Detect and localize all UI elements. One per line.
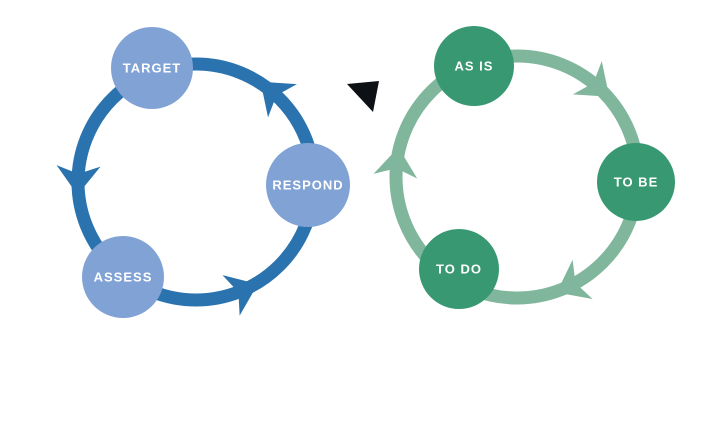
as-is-node-circle	[434, 26, 514, 106]
respond-node-circle	[266, 143, 350, 227]
to-be-node-circle	[597, 143, 675, 221]
assess-node-circle	[82, 236, 164, 318]
arrowhead-icon	[222, 275, 258, 316]
arrowhead-icon	[572, 61, 610, 97]
to-do-node-circle	[419, 229, 499, 309]
as-is-node: AS IS	[434, 26, 514, 106]
arrowhead-icon	[56, 165, 101, 195]
to-be-node: TO BE	[597, 143, 675, 221]
arrowhead-icon	[373, 147, 418, 179]
respond-node-label: RESPOND	[272, 178, 343, 193]
target-node-label: TARGET	[123, 61, 181, 76]
as-is-node-label: AS IS	[455, 59, 494, 74]
blue-cycle: TARGET RESPOND ASSESS	[56, 27, 350, 318]
arrowhead-icon	[260, 81, 297, 118]
respond-node: RESPOND	[266, 143, 350, 227]
assess-node: ASSESS	[82, 236, 164, 318]
connector-arrow-icon	[347, 81, 379, 112]
green-cycle: AS IS TO BE TO DO	[373, 26, 675, 309]
target-node-circle	[111, 27, 193, 109]
assess-node-label: ASSESS	[94, 270, 153, 285]
to-do-node: TO DO	[419, 229, 499, 309]
to-be-node-label: TO BE	[614, 175, 659, 190]
to-do-node-label: TO DO	[436, 262, 482, 277]
target-node: TARGET	[111, 27, 193, 109]
arrowhead-icon	[556, 259, 593, 299]
